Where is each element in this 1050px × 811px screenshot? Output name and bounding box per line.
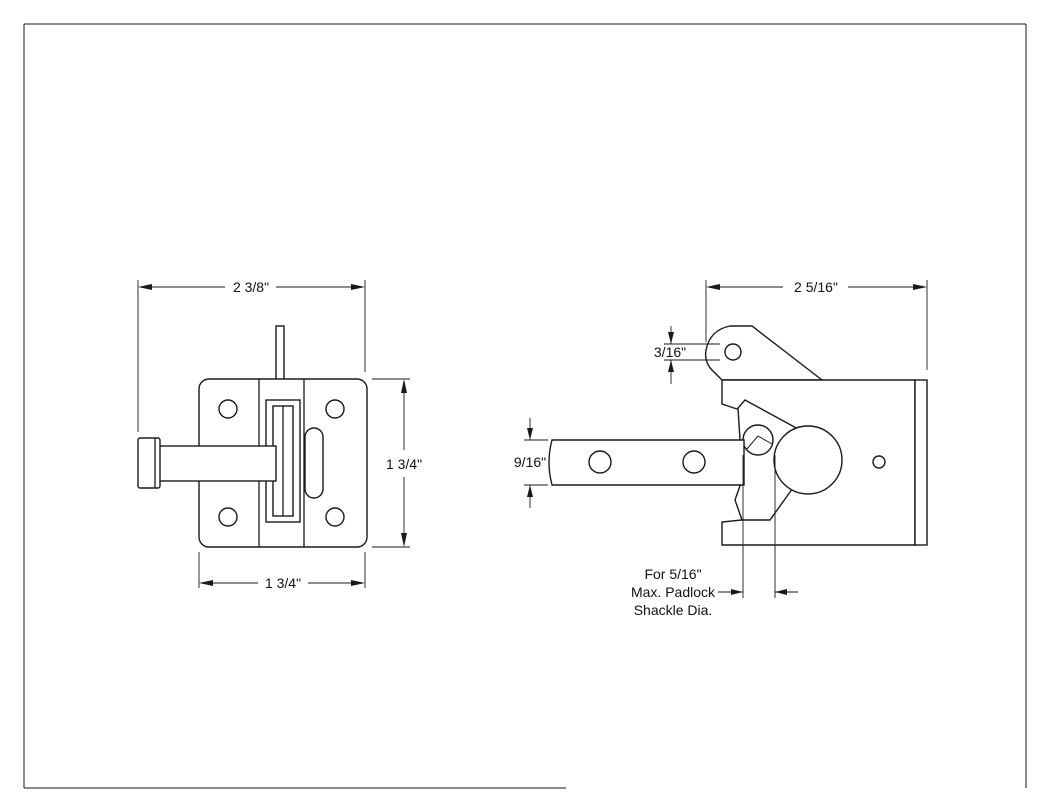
drawing-border: [23, 23, 1027, 789]
dimension-overall-width-left: [137, 280, 366, 432]
dimension-bolt-width-right: [524, 418, 548, 508]
dimension-hole-dia-right: [664, 326, 720, 384]
overall-width-right-label: 2 5/16": [794, 279, 838, 295]
dimension-base-width-left: [198, 552, 366, 588]
front-view-latch: [137, 325, 368, 548]
overall-width-left-label: 2 3/8": [233, 279, 269, 295]
bolt-width-right-label: 9/16": [514, 454, 546, 470]
dimension-overall-width-right: [705, 280, 928, 370]
padlock-note-line-1: For 5/16": [644, 566, 701, 582]
base-width-left-label: 1 3/4": [265, 575, 301, 591]
height-left-label: 1 3/4": [386, 456, 422, 472]
side-view-latch: [548, 325, 928, 546]
padlock-note-line-3: Shackle Dia.: [634, 602, 713, 618]
padlock-note-line-2: Max. Padlock: [631, 584, 716, 600]
hole-dia-right-label: 3/16": [654, 344, 686, 360]
dimension-padlock-shackle: [718, 455, 798, 598]
dimension-height-left: [372, 378, 410, 548]
